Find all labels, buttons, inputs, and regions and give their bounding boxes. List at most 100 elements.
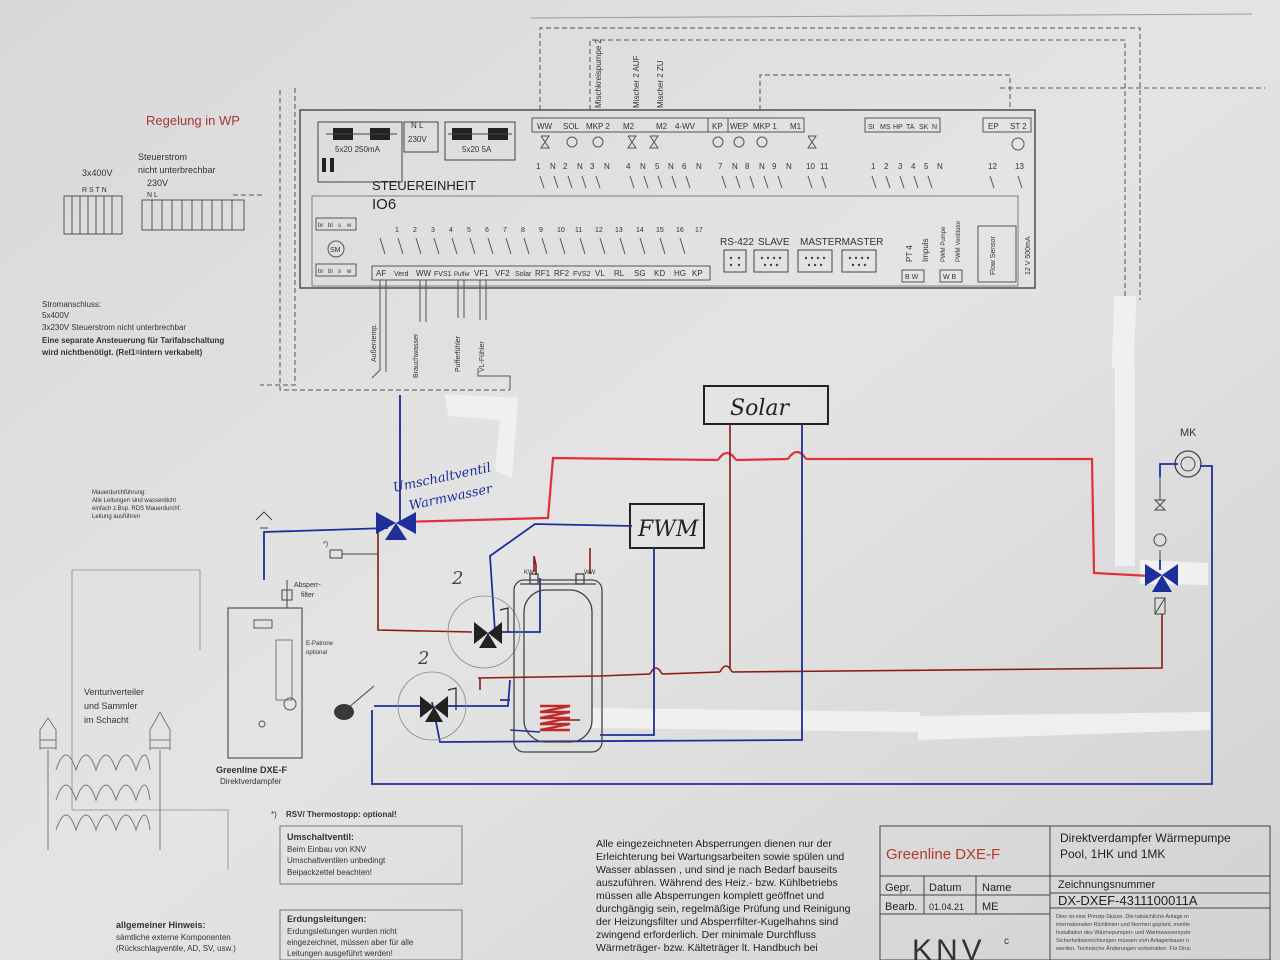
diverter-valve-mk bbox=[1145, 564, 1178, 592]
svg-text:RL: RL bbox=[614, 269, 625, 278]
svg-text:HG: HG bbox=[674, 269, 686, 278]
mischkreispumpe-label: Mischkreispumpe 2 bbox=[594, 39, 603, 108]
top-terminal-row: WW SOL MKP 2 M2 M2 4-WV KP WEP MKP 1 M1 … bbox=[531, 117, 1032, 133]
umschalt-line-3: Beipackzettel beachten! bbox=[287, 868, 372, 877]
mixing-valve-upper bbox=[474, 622, 502, 648]
erdung-title: Erdungsleitungen: bbox=[287, 914, 367, 924]
slave-label: SLAVE bbox=[758, 237, 790, 248]
controller-frame bbox=[299, 109, 1036, 289]
sensor-leads bbox=[371, 280, 511, 390]
absperr-label-1: Absperr- bbox=[294, 582, 322, 589]
svg-text:müssen alle Absperrungen kompl: müssen alle Absperrungen komplett geöffn… bbox=[596, 890, 824, 902]
epatrone-label-1: E-Patrone bbox=[306, 641, 334, 647]
svg-text:RF2: RF2 bbox=[554, 269, 570, 278]
controller-model: IO6 bbox=[372, 196, 396, 213]
svg-text:Dies ist eine Prinzip-Skizze.: Dies ist eine Prinzip-Skizze. Die tatsäc… bbox=[1056, 914, 1189, 920]
steuerstrom-volt: 230V bbox=[147, 178, 168, 188]
venturi-line-2: und Sammler bbox=[84, 701, 138, 711]
sm-label: SM bbox=[330, 247, 341, 254]
svg-text:werden. Technische Änderungen: werden. Technische Änderungen vorbehalte… bbox=[1055, 945, 1191, 952]
title-h-gepr: Gepr. bbox=[885, 882, 912, 894]
pwm-pumpe-label: PWM Pumpe bbox=[941, 226, 947, 262]
mk-valves bbox=[1153, 477, 1167, 615]
steuerstrom-label: Steuerstrom bbox=[138, 152, 187, 162]
venturi-line-1: Venturiverteiler bbox=[84, 687, 144, 697]
erdung-line-3: Leitungen ausgeführt werden! bbox=[287, 949, 393, 958]
svg-text:auszuführen. Während des Heiz.: auszuführen. Während des Heiz.- bzw. Küh… bbox=[596, 877, 838, 889]
pt4-label: PT 4 bbox=[905, 245, 914, 262]
sensor-puffer-label: Pufferfühler bbox=[455, 335, 462, 372]
v12-label: 12 V 500mA bbox=[1025, 236, 1032, 275]
strom-line-1: Stromanschluss: bbox=[42, 300, 101, 309]
term-ms: MS bbox=[880, 124, 891, 131]
svg-text:VF2: VF2 bbox=[495, 269, 510, 278]
rsv-mark: *) bbox=[271, 810, 277, 819]
svg-text:Wärmeträger- bzw. Kälteträger: Wärmeträger- bzw. Kälteträger lt. Handbu… bbox=[596, 942, 818, 954]
mischer-auf-label: Mischer 2 AUF bbox=[632, 55, 641, 108]
dashed-boundaries bbox=[230, 27, 1265, 391]
tank-ww-label: WW bbox=[584, 570, 596, 576]
svg-text:internationalen Richtlinien un: internationalen Richtlinien und Normen g… bbox=[1056, 922, 1190, 928]
flow-sensor-label: Flow Sensor bbox=[990, 235, 997, 275]
hinweis-line-1: sämtliche externe Komponenten bbox=[116, 933, 231, 942]
svg-text:zwingend erforderlich. Der min: zwingend erforderlich. Der minimale Durc… bbox=[596, 929, 816, 941]
mauer-line-1: Mauerdurchführung: bbox=[92, 490, 146, 496]
umschalt-title: Umschaltventil: bbox=[287, 832, 354, 842]
correction-tape bbox=[445, 295, 1210, 740]
svg-text:der Heizungsfilter und Absperr: der Heizungsfilter und Absperrfilter-Kug… bbox=[596, 916, 838, 928]
strom-line-2: 5x400V bbox=[42, 311, 70, 320]
venturi-line-3: im Schacht bbox=[84, 715, 129, 725]
heat-pump-unit bbox=[227, 607, 303, 759]
term-ta: TA bbox=[906, 124, 915, 131]
term-mkp1: MKP 1 bbox=[753, 122, 777, 131]
term-m1: M1 bbox=[790, 122, 802, 131]
term-m2-auf: M2 bbox=[623, 122, 635, 131]
umschalt-line-2: Umschaltventilen unbedingt bbox=[287, 856, 386, 865]
regelung-title: Regelung in WP bbox=[146, 113, 240, 128]
solar-label: Solar bbox=[730, 396, 790, 421]
svg-text:durchgängig sein, regelmäßige: durchgängig sein, regelmäßige Prüfung un… bbox=[596, 903, 851, 915]
knv-logo: KNV bbox=[912, 934, 986, 960]
term-n: N bbox=[932, 124, 937, 131]
fwm-label: FWM bbox=[637, 517, 699, 542]
strom-line-4: Eine separate Ansteuerung für Tarifabsch… bbox=[42, 336, 224, 345]
title-bearb: Bearb. bbox=[885, 901, 917, 913]
title-desc-2: Pool, 1HK und 1MK bbox=[1060, 847, 1165, 861]
pwm-ventilator-label: PWM Ventilator bbox=[956, 221, 962, 262]
stepper-motor-terminals: br bl s w SM br bl s w bbox=[315, 217, 357, 277]
svg-text:bl: bl bbox=[328, 269, 333, 275]
rs422-label: RS-422 bbox=[720, 237, 754, 248]
mauer-line-3: einfach z.Bsp. RDS Mauerdurchf. bbox=[92, 506, 181, 512]
hinweis-title: allgemeiner Hinweis: bbox=[116, 920, 206, 930]
right-io-block: B W W B PT 4 Impuls PWM Pumpe PWM Ventil… bbox=[901, 221, 1032, 283]
controller-volt-label: 230V bbox=[408, 135, 427, 144]
title-date: 01.04.21 bbox=[929, 902, 964, 912]
mk-label: MK bbox=[1180, 427, 1197, 439]
fuse-250ma-label: 5x20 250mA bbox=[335, 145, 381, 154]
hinweis-line-2: (Rückschlagventile, AD, SV, usw.) bbox=[116, 944, 236, 953]
svg-text:SG: SG bbox=[634, 269, 646, 278]
steuerstrom-unterbrechbar: nicht unterbrechbar bbox=[138, 165, 216, 175]
svg-text:KD: KD bbox=[654, 269, 665, 278]
svg-text:FVS1: FVS1 bbox=[434, 271, 452, 278]
impuls-label: Impuls bbox=[921, 238, 930, 262]
svg-text:w: w bbox=[346, 223, 352, 229]
sensor-terminal-row: AF Verd WW FVS1 Puffer VF1 VF2 Solar RF1… bbox=[371, 265, 711, 281]
svg-text:Alle eingezeichneten Absperrun: Alle eingezeichneten Absperrungen dienen… bbox=[596, 838, 832, 850]
mix-circuit-count-b: 2 bbox=[417, 648, 429, 669]
threephase-terms: R S T N bbox=[82, 187, 107, 194]
diverter-valve-warmwater bbox=[376, 512, 416, 540]
sensor-vl-label: VL-Fühler bbox=[479, 341, 486, 372]
term-ww: WW bbox=[537, 122, 553, 131]
storage-tank bbox=[513, 573, 603, 753]
svg-text:WW: WW bbox=[416, 269, 432, 278]
term-wep: WEP bbox=[730, 122, 748, 131]
unit-name: Greenline DXE-F bbox=[216, 765, 288, 775]
svg-text:s: s bbox=[338, 269, 341, 275]
rsv-note: RSV/ Thermostopp: optional! bbox=[286, 810, 397, 819]
title-block bbox=[879, 825, 1271, 960]
controller-name: STEUEREINHEIT bbox=[372, 178, 476, 193]
fuse-5a-label: 5x20 5A bbox=[462, 145, 492, 154]
mauer-line-4: Leitung ausführen bbox=[92, 514, 140, 520]
